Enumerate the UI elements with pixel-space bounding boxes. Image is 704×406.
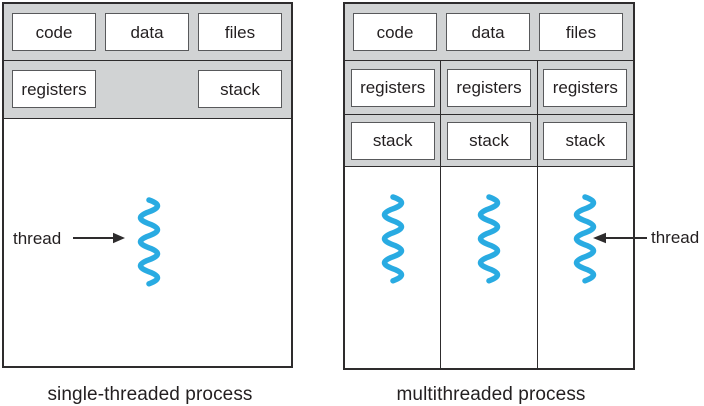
data-label: data [130,22,164,42]
thread-squiggle-path [137,197,161,287]
stack-band: stack [537,115,633,167]
arrow-left-icon [593,232,647,244]
files-label: files [224,22,256,42]
registers-band: registers [441,61,537,115]
files-label: files [565,22,597,42]
registers-label: registers [552,78,618,97]
thread-label-left: thread [13,229,62,248]
stack-label: stack [372,131,413,150]
registers-box: registers [12,70,96,108]
thread-column-3: registers stack [536,61,633,368]
stack-label: stack [220,79,260,99]
stack-box: stack [447,121,531,160]
stack-box: stack [198,70,282,108]
thread-squiggle-icon [137,197,161,287]
data-label: data [471,22,505,42]
registers-label: registers [21,79,87,99]
arrow-right-icon [73,232,125,244]
stack-box: stack [543,121,628,160]
files-box: files [198,13,282,51]
caption-multithreaded: multithreaded process [396,384,586,405]
stack-label: stack [469,131,509,150]
registers-band: registers [537,61,633,115]
thread-squiggle-icon [477,194,501,284]
stack-band: stack [441,115,537,167]
registers-box: registers [543,68,628,107]
thread-squiggle-path [381,194,404,284]
multithreaded-process-box: code data files registers stack [343,2,635,370]
thread-label-right: thread [651,228,700,247]
code-label: code [35,22,73,42]
thread-squiggle-path [477,194,501,284]
registers-box: registers [350,68,435,107]
thread-column-1: registers stack [345,61,441,368]
data-box: data [446,13,530,51]
registers-label: registers [456,78,522,97]
code-box: code [12,13,96,51]
caption-single-threaded: single-threaded process [47,384,253,405]
files-box: files [539,13,623,51]
thread-squiggle-icon [574,194,597,284]
arrow-head [113,232,125,244]
thread-column-2: registers stack [440,61,537,368]
thread-columns: registers stack registers [345,61,633,368]
stack-label: stack [565,131,606,150]
code-box: code [353,13,437,51]
stack-box: stack [350,121,435,160]
thread-squiggle-path [574,194,597,284]
registers-box: registers [447,68,531,107]
single-threaded-process-box: code data files registers stack [2,2,293,368]
registers-band: registers [345,61,441,115]
data-box: data [105,13,189,51]
thread-squiggle-icon [381,194,404,284]
registers-label: registers [360,78,426,97]
code-label: code [376,22,414,42]
arrow-head [593,232,606,244]
stack-band: stack [345,115,441,167]
